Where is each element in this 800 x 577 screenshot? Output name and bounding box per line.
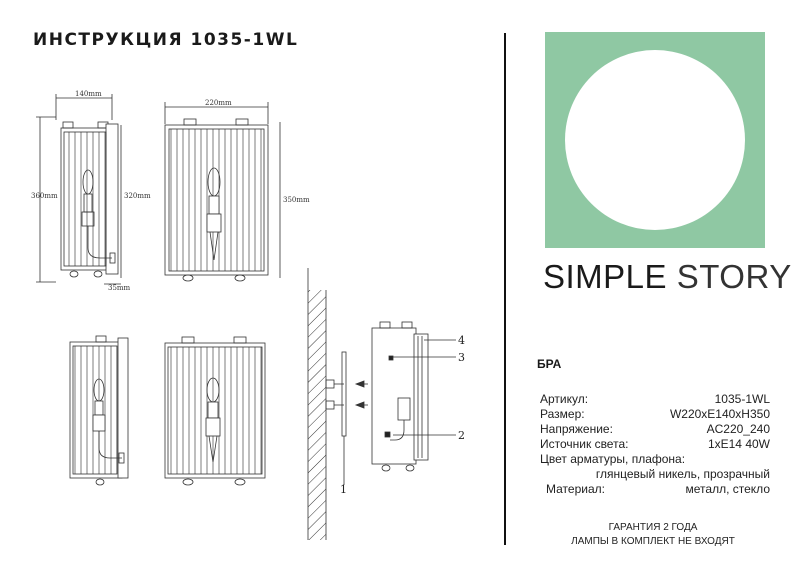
warranty-text: ГАРАНТИЯ 2 ГОДА bbox=[608, 522, 698, 533]
technical-drawings: 140mm 360mm 320mm 35mm 220mm 350mm bbox=[31, 90, 465, 540]
side-view bbox=[69, 335, 129, 486]
dim-bottom: 35mm bbox=[108, 284, 131, 292]
callout-3: 3 bbox=[458, 351, 465, 364]
callout-1: 1 bbox=[340, 483, 347, 496]
spec-label-light-source: Источник света: bbox=[540, 437, 629, 451]
logo-circle bbox=[565, 50, 745, 230]
front-view-dimensioned: 220mm 350mm bbox=[164, 99, 310, 282]
spec-value-size: W220хE140хH350 bbox=[669, 407, 770, 421]
spec-label-size: Размер: bbox=[540, 407, 585, 421]
spec-value-color: глянцевый никель, прозрачный bbox=[595, 467, 770, 481]
spec-label-article: Артикул: bbox=[540, 392, 589, 406]
spec-value-article: 1035-1WL bbox=[714, 392, 770, 406]
brand-word-2: STORY bbox=[676, 258, 792, 295]
callout-4: 4 bbox=[458, 334, 465, 347]
mounting-diagram: 4 3 2 1 bbox=[307, 268, 465, 540]
spec-label-voltage: Напряжение: bbox=[540, 422, 613, 436]
callout-2: 2 bbox=[458, 429, 465, 442]
spec-label-material: Материал: bbox=[546, 482, 605, 496]
lamps-note: ЛАМПЫ В КОМПЛЕКТ НЕ ВХОДЯТ bbox=[571, 536, 735, 547]
brand-logo bbox=[545, 32, 765, 248]
dim-height-total: 360mm bbox=[31, 192, 58, 200]
spec-value-light-source: 1хE14 40W bbox=[707, 437, 770, 451]
spec-value-material: металл, стекло bbox=[685, 482, 770, 496]
product-type: БРА bbox=[537, 357, 562, 371]
brand-word-1: SIMPLE bbox=[543, 258, 668, 295]
side-view-dimensioned: 140mm 360mm 320mm 35mm bbox=[31, 90, 151, 292]
vertical-divider bbox=[504, 33, 506, 545]
dim-width: 220mm bbox=[205, 99, 232, 107]
dim-height-front: 350mm bbox=[283, 196, 310, 204]
front-view bbox=[164, 336, 266, 486]
spec-label-color: Цвет арматуры, плафона: bbox=[540, 452, 686, 466]
dim-depth: 140mm bbox=[75, 90, 102, 98]
spec-value-voltage: AC220_240 bbox=[706, 422, 770, 436]
brand-name: SIMPLE STORY bbox=[543, 258, 792, 296]
page-title: ИНСТРУКЦИЯ 1035-1WL bbox=[33, 30, 299, 50]
dim-height-body: 320mm bbox=[124, 192, 151, 200]
